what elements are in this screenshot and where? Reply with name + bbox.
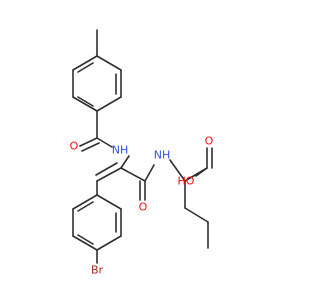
bond	[96, 194, 122, 210]
nitrogen-atom-label: NH	[154, 149, 171, 162]
aromatic-bond	[77, 234, 94, 245]
aromatic-bond	[77, 62, 94, 73]
molecule-canvas: O NH NH O O HO Br	[70, 29, 214, 277]
bond	[96, 235, 122, 251]
bond	[72, 96, 98, 112]
tolyl-ring	[72, 55, 122, 112]
aromatic-bond	[77, 201, 94, 212]
bromine-atom-label: Br	[91, 264, 104, 277]
bond	[120, 155, 130, 169]
bond	[120, 167, 146, 182]
aromatic-bond	[77, 96, 94, 107]
carbonyl-bond	[79, 137, 98, 147]
double-bond	[96, 167, 122, 182]
bond	[144, 164, 155, 182]
bond	[96, 96, 122, 112]
bond	[72, 235, 98, 251]
oxygen-atom-label: O	[139, 201, 148, 214]
bromophenyl-ring	[72, 194, 122, 251]
bond	[72, 55, 98, 71]
oxygen-atom-label: O	[70, 140, 79, 153]
bond	[96, 137, 113, 148]
carbonyl-bond	[81, 142, 100, 152]
bond	[169, 159, 186, 182]
nitrogen-atom-label: NH	[112, 144, 129, 157]
molecule-structure: O NH NH O O HO Br	[70, 29, 214, 277]
double-bond	[95, 162, 118, 176]
bond	[72, 194, 98, 210]
bond	[195, 167, 208, 177]
hydroxyl-label: HO	[178, 175, 195, 188]
bond	[184, 207, 209, 223]
bond	[96, 55, 122, 71]
oxygen-atom-label: O	[205, 135, 214, 148]
